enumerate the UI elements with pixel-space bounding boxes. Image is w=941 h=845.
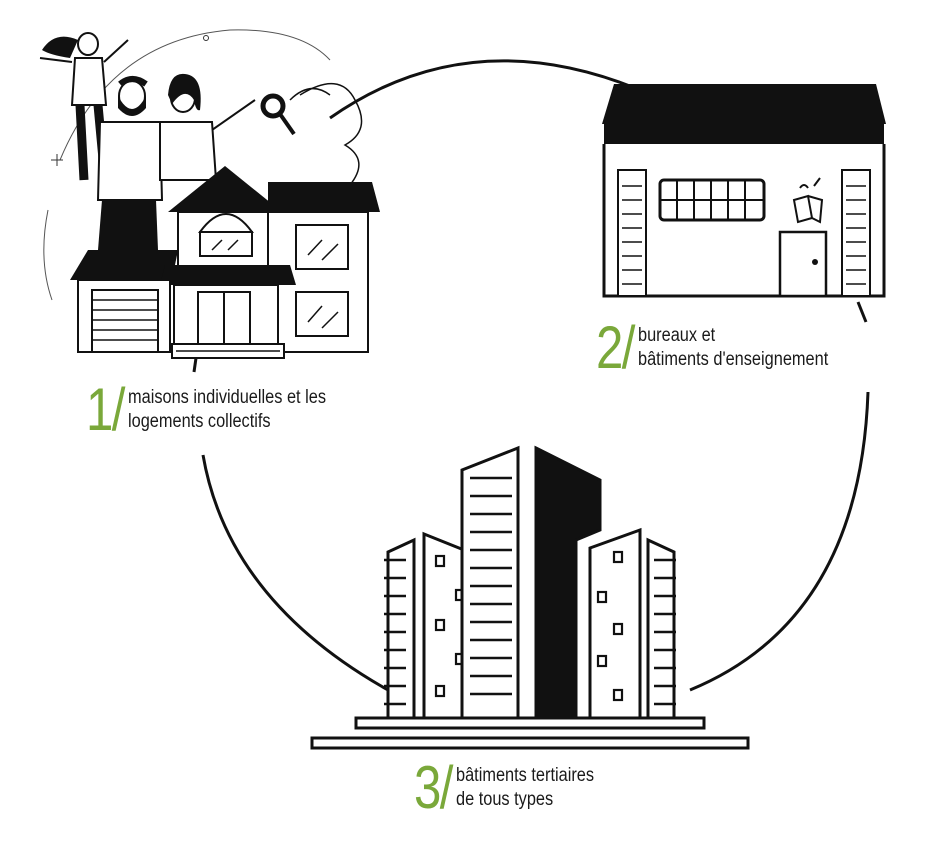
arc-tick-2 xyxy=(856,301,868,323)
step-2-label: 2/ bureaux et bâtiments d'enseignement xyxy=(596,318,859,378)
decor-orbit-2 xyxy=(43,209,53,301)
step-1-line-2: logements collectifs xyxy=(128,411,271,432)
skyscrapers-icon xyxy=(310,445,750,750)
step-2-text: bureaux et bâtiments d'enseignement xyxy=(638,324,828,372)
arc-2-to-3 xyxy=(689,391,870,692)
step-1-text: maisons individuelles et les logements c… xyxy=(128,386,326,434)
step-2-number: 2/ xyxy=(596,314,635,381)
arc-1-to-2 xyxy=(329,59,641,120)
decor-sparkle xyxy=(51,154,63,166)
step-2-line-2: bâtiments d'enseignement xyxy=(638,349,829,370)
step-2-line-1: bureaux et xyxy=(638,325,716,346)
arc-3-to-1 xyxy=(201,454,389,692)
step-1-number: 1/ xyxy=(86,376,125,443)
step-3-line-2: de tous types xyxy=(456,789,554,810)
step-3-label: 3/ bâtiments tertiaires de tous types xyxy=(414,758,617,818)
house-family-icon xyxy=(39,32,380,359)
decor-dot xyxy=(203,35,209,41)
step-1-label: 1/ maisons individuelles et les logement… xyxy=(86,380,358,440)
step-3-line-1: bâtiments tertiaires xyxy=(456,765,595,786)
step-3-text: bâtiments tertiaires de tous types xyxy=(456,764,594,812)
arc-tick-1 xyxy=(192,357,198,373)
office-school-icon xyxy=(602,84,886,298)
step-1-line-1: maisons individuelles et les xyxy=(128,387,327,408)
step-3-number: 3/ xyxy=(414,754,453,821)
cycle-arcs xyxy=(192,59,870,692)
